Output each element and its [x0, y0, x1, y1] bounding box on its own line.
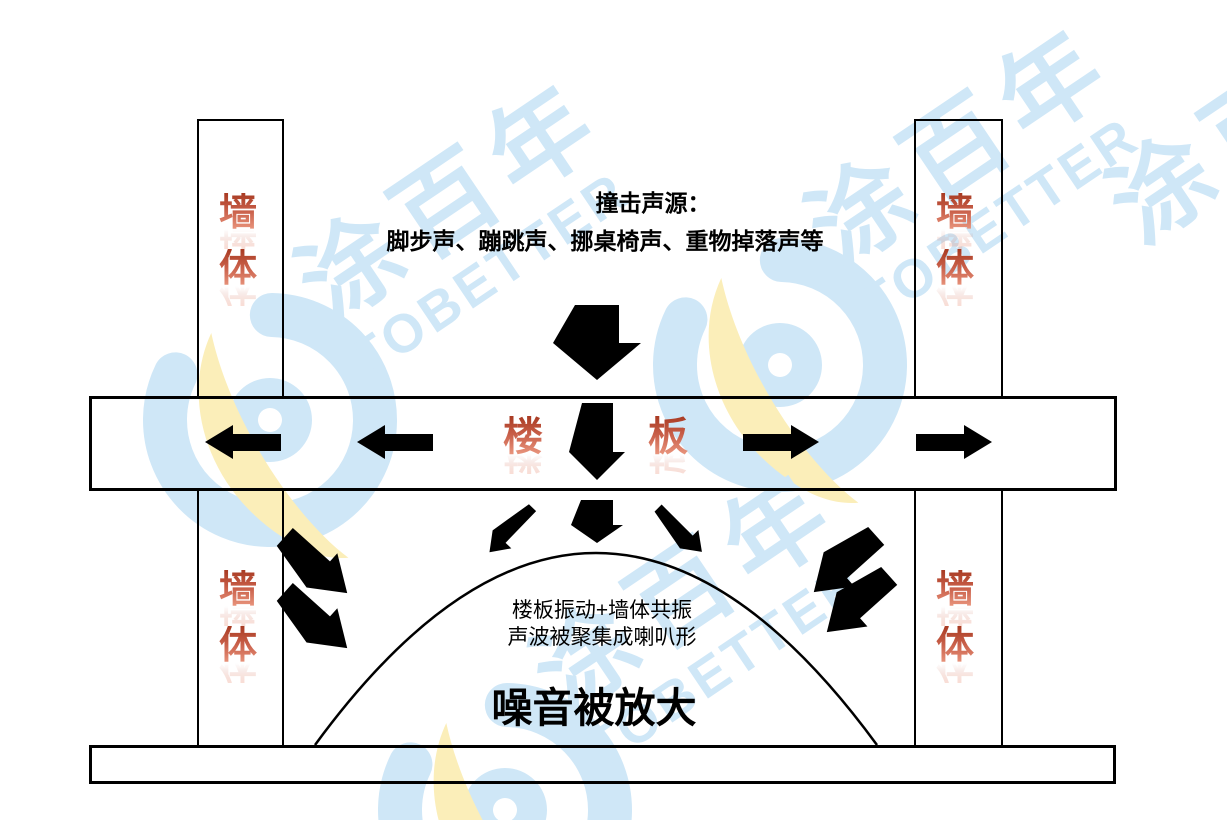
wall-label-char-reflection: 墙	[936, 600, 975, 627]
floor-slab	[89, 396, 1117, 491]
wall-label-char: 墙	[936, 569, 975, 611]
wall-label-char-reflection: 体	[936, 279, 975, 306]
spread-arrow-down-right	[654, 504, 702, 552]
wall-label-char: 墙	[936, 192, 975, 234]
wall-label-char-reflection: 墙	[936, 223, 975, 250]
impact-source-line1: 撞击声源：	[595, 190, 711, 216]
slab-down-arrow	[569, 403, 625, 480]
wall-label-char-reflection: 体	[936, 656, 975, 683]
wall-label-char-reflection: 体	[219, 656, 258, 683]
horn-arc	[313, 551, 879, 746]
wall-label-char: 体	[936, 625, 975, 668]
wall-label-bottom-left: 墙墙 体体	[219, 570, 257, 683]
wall-label-char: 体	[936, 248, 975, 291]
wall-label-char-reflection: 墙	[219, 223, 258, 250]
wall-diagonal-arrow-right-1	[813, 526, 885, 593]
wall-label-char: 体	[219, 625, 258, 668]
wall-bottom-right	[914, 491, 1003, 745]
wall-label-char-reflection: 墙	[219, 600, 258, 627]
wall-label-char: 墙	[219, 192, 258, 234]
below-slab-down-arrow	[571, 500, 623, 543]
slab-label-ban: 板 板	[648, 416, 688, 475]
impact-down-arrow-large	[553, 305, 641, 380]
impact-source-line2: 脚步声、蹦跳声、挪桌椅声、重物掉落声等	[386, 228, 824, 254]
wall-label-char: 体	[219, 248, 258, 291]
slab-label-lou: 楼 楼	[503, 415, 543, 475]
wall-label-top-left: 墙墙 体体	[219, 193, 257, 306]
wall-label-char-reflection: 体	[219, 279, 258, 306]
slab-right-arrow-2	[916, 425, 992, 459]
wall-top-left	[197, 119, 284, 398]
spread-arrow-down-left	[489, 504, 537, 553]
slab-left-arrow-1	[205, 425, 281, 459]
wall-diagonal-arrow-right-2	[826, 566, 898, 633]
wall-label-char: 墙	[219, 569, 258, 611]
slab-left-arrow-2	[357, 425, 433, 459]
slab-label-char-reflection: 楼	[503, 448, 543, 475]
resonance-line1: 楼板振动+墙体共振	[511, 599, 693, 622]
slab-label-char-reflection: 板	[648, 448, 688, 475]
resonance-line2: 声波被聚集成喇叭形	[507, 626, 697, 649]
wall-diagonal-arrow-left-2	[276, 582, 348, 649]
wall-bottom-left	[197, 491, 284, 745]
impact-source-title: 撞击声源： 脚步声、蹦跳声、挪桌椅声、重物掉落声等	[180, 184, 1030, 256]
wall-label-bottom-right: 墙墙 体体	[936, 570, 974, 683]
noise-amplified-label: 噪音被放大	[491, 685, 697, 731]
slab-label-char: 楼	[503, 415, 543, 459]
wall-label-top-right: 墙墙 体体	[936, 193, 974, 306]
slab-right-arrow-1	[743, 425, 819, 459]
resonance-description: 楼板振动+墙体共振 声波被聚集成喇叭形	[402, 597, 802, 651]
wall-top-right	[914, 119, 1003, 398]
